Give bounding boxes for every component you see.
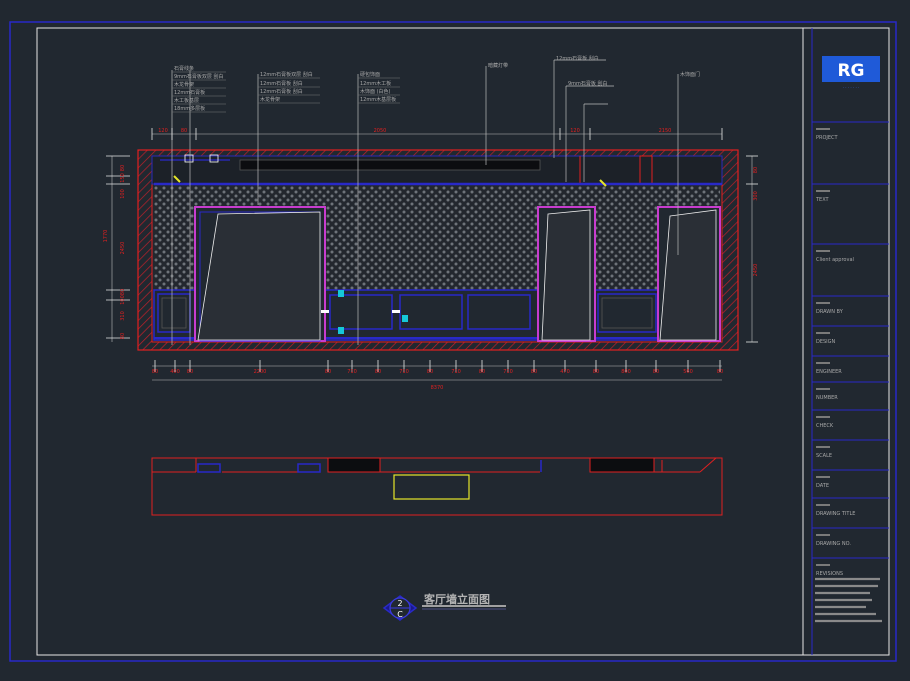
dim-left-3: 1770: [103, 230, 109, 243]
callout-2c: 12mm石膏板 刮白: [260, 88, 303, 95]
dim-bottom-8: 80: [427, 369, 433, 375]
callout-3c: 木饰面 (白色): [360, 88, 391, 95]
tb-label-12: REVISIONS: [816, 571, 843, 577]
symbol-bottom: C: [397, 610, 403, 619]
dim-top-2: 2050: [374, 128, 387, 134]
symbol-top: 2: [397, 599, 402, 608]
tb-label-0: PROJECT: [816, 135, 839, 141]
dim-top-0: 120: [158, 128, 168, 134]
title-block: RG · · · · · · · PROJECT TEXT Client appro…: [812, 56, 889, 623]
dim-bottom-3: 2200: [254, 369, 267, 375]
dim-left-8: 80: [120, 333, 126, 339]
dim-right-0: 80: [753, 167, 759, 173]
tb-label-7: CHECK: [816, 423, 834, 429]
dim-bottom-15: 800: [621, 369, 631, 375]
logo-subtext: · · · · · · ·: [843, 85, 860, 90]
callout-2d: 木龙骨架: [260, 96, 280, 103]
dim-left-1: 150: [120, 173, 126, 183]
callout-7: 木饰面门: [680, 71, 700, 78]
dim-bottom-0: 80: [152, 369, 158, 375]
callout-3b: 12mm木工板: [360, 80, 391, 87]
callout-1d: 12mm石膏板: [174, 89, 205, 96]
dim-bottom-6: 80: [375, 369, 381, 375]
tb-label-3: DRAWN BY: [816, 309, 844, 315]
callout-2a: 12mm石膏板双层 刮白: [260, 71, 313, 78]
dim-left-0: 80: [120, 165, 126, 171]
dim-bottom-16: 80: [653, 369, 659, 375]
dim-bottom-7: 710: [399, 369, 409, 375]
dim-bottom-18: 80: [717, 369, 723, 375]
dim-left-2: 100: [120, 189, 126, 199]
logo: [822, 56, 880, 82]
tb-label-11: DRAWING NO.: [816, 541, 851, 547]
dim-bottom-5: 710: [347, 369, 357, 375]
plan-strip: [151, 457, 723, 516]
dim-bottom-9: 710: [451, 369, 461, 375]
tb-label-2: Client approval: [816, 257, 854, 263]
tb-label-10: DRAWING TITLE: [816, 511, 855, 517]
dim-bottom-14: 80: [593, 369, 599, 375]
callout-3a: 硬包饰面: [360, 71, 380, 78]
callout-1e: 木工板基层: [174, 97, 199, 104]
tb-label-8: SCALE: [816, 453, 832, 459]
dim-bottom-11: 710: [503, 369, 513, 375]
dim-right-2: 2450: [753, 264, 759, 277]
callout-6: 9mm石膏板 刮白: [568, 80, 608, 87]
logo-text: RG: [837, 61, 864, 81]
door-left: [194, 206, 326, 342]
dim-bottom-4: 80: [325, 369, 331, 375]
callout-3d: 12mm木基层板: [360, 96, 396, 103]
dim-left-5: 80: [120, 289, 126, 295]
callout-1b: 9mm石膏板双层 刮白: [174, 73, 224, 80]
callout-4: 暗藏灯带: [488, 62, 508, 69]
callout-2b: 12mm石膏板 刮白: [260, 80, 303, 87]
dim-top-4: 2150: [659, 128, 672, 134]
callout-1c: 木龙骨架: [174, 81, 194, 88]
tb-label-4: DESIGN: [816, 339, 836, 345]
elevation-view: 石膏线条 9mm石膏板双层 刮白 木龙骨架 12mm石膏板 木工板基层 18mm…: [103, 55, 759, 391]
dim-left-4: 2450: [120, 242, 126, 255]
dim-left-6: 100: [120, 295, 126, 305]
tb-label-6: NUMBER: [816, 395, 838, 401]
dim-bottom-17: 560: [683, 369, 693, 375]
dim-bottom-10: 80: [479, 369, 485, 375]
title-block-frame: [802, 27, 890, 656]
door-right: [657, 206, 721, 342]
tb-label-1: TEXT: [815, 197, 830, 203]
outer-frame: [9, 21, 897, 662]
callout-1a: 石膏线条: [174, 65, 194, 72]
dim-right-1: 300: [753, 191, 759, 201]
dim-bottom-2: 80: [187, 369, 193, 375]
drawing-title: 2 C 客厅墙立面图: [382, 592, 506, 621]
dim-bottom-total: 8370: [431, 385, 444, 391]
dim-bottom-12: 80: [531, 369, 537, 375]
dim-bottom-1: 400: [170, 369, 180, 375]
tb-label-9: DATE: [816, 483, 829, 489]
dim-top-1: 80: [181, 128, 187, 134]
tb-label-5: ENGINEER: [816, 369, 842, 375]
dim-left-7: 310: [120, 311, 126, 321]
callout-1f: 18mm多层板: [174, 105, 205, 112]
dim-top-3: 120: [570, 128, 580, 134]
dim-bottom-13: 470: [560, 369, 570, 375]
callout-5: 12mm石膏板 刮白: [556, 55, 599, 62]
door-middle: [537, 206, 596, 342]
drawing-title-text: 客厅墙立面图: [423, 592, 490, 606]
